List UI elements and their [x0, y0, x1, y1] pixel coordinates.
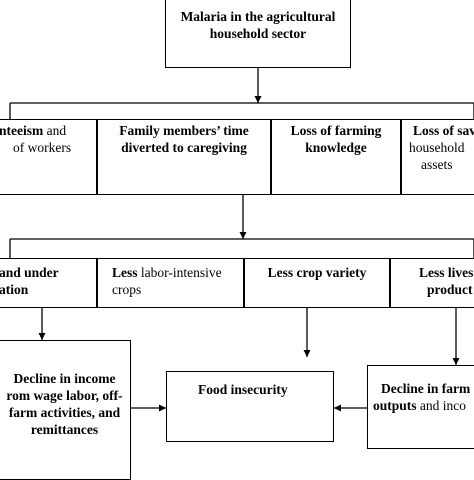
savings-line1: Loss of sav — [413, 123, 474, 138]
farm-line1: Decline in farm — [381, 381, 471, 396]
labor-line1: Less labor-intensive — [112, 265, 222, 280]
farm-line2: outputs and inco — [373, 398, 467, 413]
under-line1: and under — [0, 265, 59, 280]
livestock-line2: product — [427, 282, 473, 297]
variety-line1: Less crop variety — [267, 265, 367, 280]
knowledge-box — [271, 119, 401, 195]
income-line4: remittances — [30, 422, 99, 437]
caregiving-line2: diverted to caregiving — [121, 140, 247, 155]
under-box — [0, 258, 97, 308]
food-box — [166, 371, 334, 442]
farm-box — [367, 365, 474, 449]
absenteeism-box — [0, 119, 97, 195]
caregiving-box — [97, 119, 271, 195]
labor-line2: crops — [112, 282, 142, 297]
malaria-title-line2: household sector — [209, 26, 307, 41]
caregiving-line1: Family members’ time — [119, 123, 249, 138]
income-line1: Decline in income — [13, 371, 116, 386]
under-line2: ation — [0, 282, 29, 297]
food-line1: Food insecurity — [198, 382, 288, 397]
income-line2: rom wage labor, off- — [6, 388, 123, 403]
livestock-box — [390, 258, 474, 308]
livestock-line1: Less lives — [419, 265, 474, 280]
knowledge-line2: knowledge — [305, 140, 367, 155]
knowledge-line1: Loss of farming — [290, 123, 382, 138]
income-line3: farm activities, and — [8, 405, 121, 420]
income-box — [0, 340, 131, 480]
malaria-title-line1: Malaria in the agricultural — [180, 9, 336, 24]
absenteeism-line2: of workers — [13, 140, 72, 155]
savings-box — [401, 119, 474, 195]
variety-box — [244, 258, 390, 308]
labor-box — [97, 258, 244, 308]
savings-line3: assets — [421, 157, 453, 172]
savings-line2: household — [409, 140, 465, 155]
malaria-box — [165, 0, 351, 68]
absenteeism-line1: nteeism and — [0, 123, 67, 138]
